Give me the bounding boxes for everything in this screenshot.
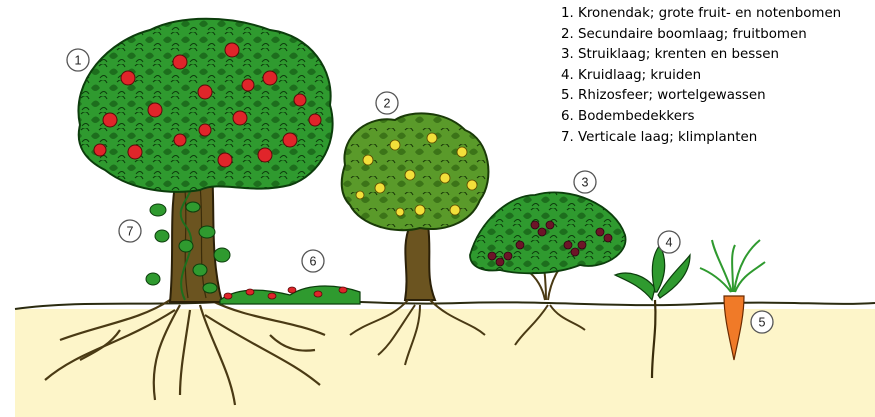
layer-legend: 1. Kronendak; grote fruit- en notenbomen… [561,4,871,148]
marker-5-label: 5 [759,316,766,330]
soil [15,300,875,417]
marker-6-label: 6 [310,255,317,269]
marker-3: 3 [574,171,596,193]
marker-4: 4 [658,231,680,253]
marker-1-label: 1 [75,54,82,68]
marker-2-label: 2 [384,97,391,111]
legend-item-2: 2. Secundaire boomlaag; fruitbomen [561,25,871,46]
marker-5: 5 [751,311,773,333]
marker-2: 2 [376,92,398,114]
marker-6: 6 [302,250,324,272]
legend-item-7: 7. Verticale laag; klimplanten [561,128,871,149]
legend-item-5: 5. Rhizosfeer; wortelgewassen [561,86,871,107]
legend-item-3: 3. Struiklaag; krenten en bessen [561,45,871,66]
legend-item-6: 6. Bodembedekkers [561,107,871,128]
marker-4-label: 4 [666,236,673,250]
legend-item-4: 4. Kruidlaag; kruiden [561,66,871,87]
apple-tree-canopy [78,19,332,192]
marker-7-label: 7 [127,225,134,239]
marker-7: 7 [119,220,141,242]
marker-3-label: 3 [582,176,589,190]
legend-item-1: 1. Kronendak; grote fruit- en notenbomen [561,4,871,25]
ground-cover [220,286,360,304]
marker-1: 1 [67,49,89,71]
